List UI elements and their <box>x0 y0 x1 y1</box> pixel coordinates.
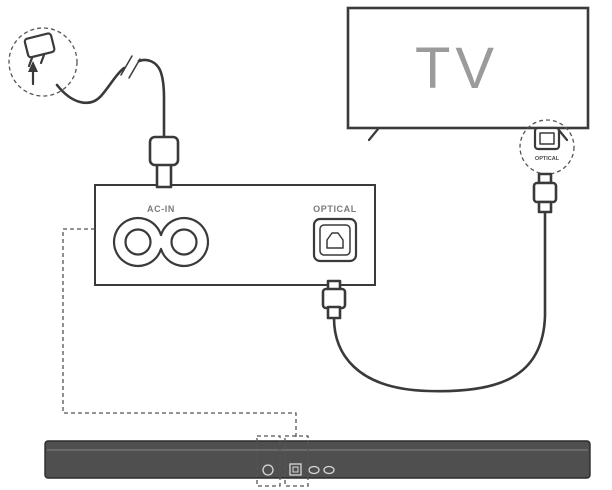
soundbar <box>44 435 591 487</box>
panel-to-soundbar-guide-line <box>62 228 297 438</box>
power-cord <box>55 55 180 189</box>
panel-optical-label: OPTICAL <box>313 204 357 214</box>
tv-plug-body <box>532 181 558 204</box>
power-plug-icon <box>23 32 56 68</box>
optical-plug-body <box>321 287 347 310</box>
soundbar-usb-connector-icon <box>323 465 335 475</box>
tv-optical-callout: OPTICAL <box>519 119 575 214</box>
tv-optical-label: OPTICAL <box>535 156 560 162</box>
soundbar-optical-connector-icon <box>289 463 302 476</box>
ac-inlet-figure8-icon <box>112 216 210 268</box>
rear-panel: AC-IN OPTICAL <box>94 184 376 286</box>
tv-optical-port-icon <box>533 126 561 151</box>
tv-plug-collar <box>537 200 553 214</box>
soundbar-rear-connectors <box>262 463 335 476</box>
tv-stand-left <box>367 127 380 142</box>
connector-highlight-box-left <box>256 435 281 487</box>
soundbar-power-connector-icon <box>262 464 274 476</box>
tv-optical-plug-icon <box>532 172 558 214</box>
power-plug-callout <box>8 27 78 97</box>
power-cord-segment-left <box>55 66 126 105</box>
tv-label: TV <box>415 36 499 101</box>
ac-inlet-pin-right <box>170 228 198 256</box>
connector-highlight-box-right <box>284 435 309 487</box>
power-cord-segment-right <box>137 58 166 142</box>
optical-cable-path <box>332 210 547 393</box>
insert-arrow-icon <box>28 61 38 86</box>
optical-cable-plug-icon <box>321 279 347 320</box>
tv-screen <box>346 6 590 130</box>
tv: TV <box>346 6 590 142</box>
cord-break-icon <box>120 55 141 79</box>
soundbar-aux-connector-icon <box>308 465 320 475</box>
plug-prong-right <box>39 53 46 65</box>
optical-port-icon <box>312 217 358 263</box>
optical-cable <box>321 210 547 393</box>
ac-inlet-pin-left <box>124 228 152 256</box>
power-plug-callout-circle <box>8 27 78 97</box>
optical-plug-collar <box>326 305 342 320</box>
plug-prong-left <box>27 56 34 68</box>
ac-plug-connector-icon <box>148 135 180 189</box>
tv-plug-tip <box>537 172 553 185</box>
ac-in-label: AC-IN <box>147 204 175 214</box>
rear-panel-box <box>94 184 376 286</box>
soundbar-optical-connector-inner <box>292 466 299 473</box>
